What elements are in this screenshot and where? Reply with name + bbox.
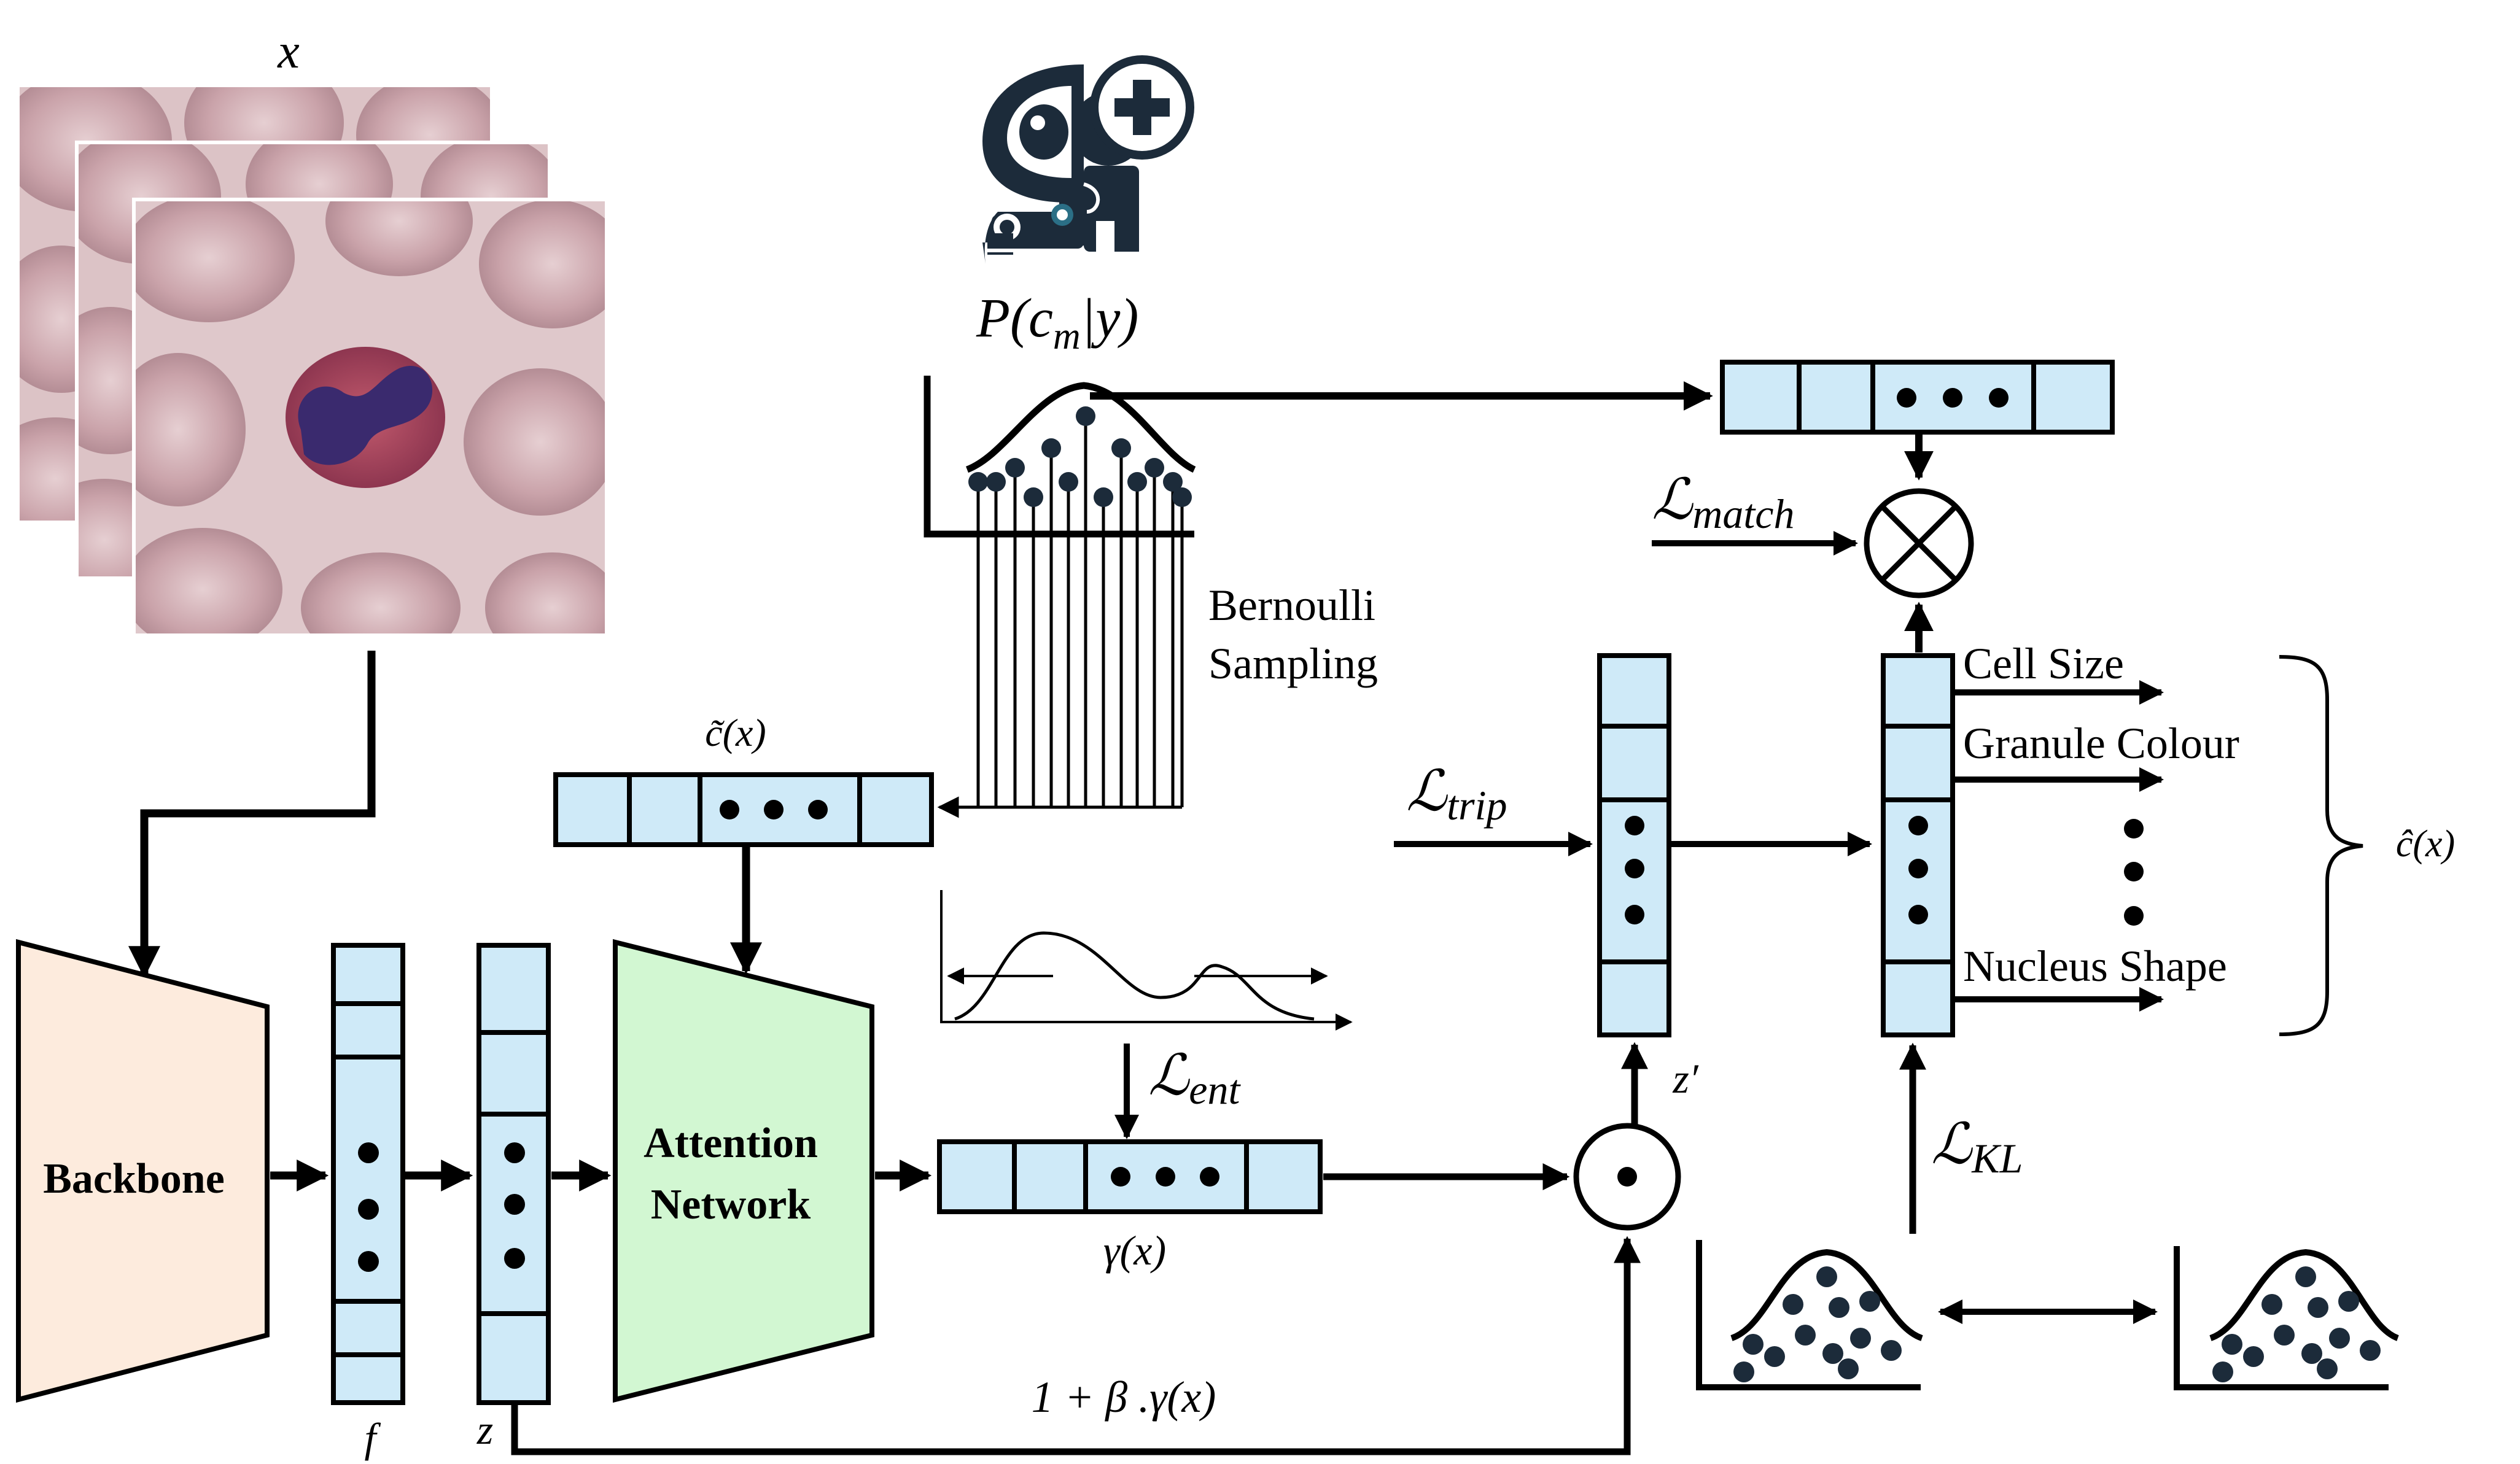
prior-label-tail: |y) xyxy=(1081,288,1139,349)
concept-cell-size: Cell Size xyxy=(1963,639,2124,688)
loss-kl-label: ℒKL xyxy=(1931,1113,2023,1182)
concept-outputs: Cell Size Granule Colour Nucleus Shape xyxy=(1954,639,2239,1012)
input-image-front xyxy=(134,199,607,635)
loss-kl: ℒKL xyxy=(1899,1042,2023,1234)
attention-network-module: Attention Network xyxy=(613,939,874,1403)
arrow-image-to-backbone xyxy=(128,651,376,978)
prior-label-sub: m xyxy=(1053,316,1081,357)
bernoulli-sampling-label: Bernoulli Sampling xyxy=(1208,581,1378,688)
input-image-stack: x xyxy=(17,25,609,637)
tensor-product-icon xyxy=(1864,488,1974,598)
loss-trip-main: ℒ xyxy=(1406,760,1448,823)
gamma-label: γ(x) xyxy=(1103,1227,1166,1274)
attention-label-line1: Attention xyxy=(644,1120,818,1167)
loss-ent-sub: ent xyxy=(1189,1066,1241,1113)
sampling-line2: Sampling xyxy=(1208,639,1378,688)
loss-trip: ℒtrip xyxy=(1394,760,1593,856)
loss-match-sub: match xyxy=(1692,490,1794,537)
f-label: f xyxy=(365,1414,381,1461)
z-prime-vector: z′ xyxy=(1597,653,1699,1102)
predicted-concept-vector xyxy=(1881,653,1955,1037)
loss-kl-sub: KL xyxy=(1971,1135,2023,1182)
loss-match-label: ℒmatch xyxy=(1652,468,1794,537)
cell-nucleus xyxy=(298,366,433,465)
loss-match: ℒmatch xyxy=(1652,468,1858,556)
z-label: z xyxy=(476,1406,493,1453)
gamma-vector: γ(x) xyxy=(937,1139,1323,1274)
arrow-z-to-hadamard xyxy=(511,1236,1641,1455)
prior-label-main: P(c xyxy=(976,288,1053,349)
prior-distribution: P(cm|y) xyxy=(924,288,1196,818)
entropy-distribution xyxy=(940,890,1353,1031)
prior-label: P(cm|y) xyxy=(976,288,1138,357)
concept-nucleus-shape: Nucleus Shape xyxy=(1963,942,2227,991)
scaling-formula: 1 + β .γ(x) xyxy=(1032,1373,1216,1422)
backbone-module: Backbone xyxy=(16,939,270,1403)
posterior-distribution xyxy=(1696,1240,1923,1390)
attention-label-line2: Network xyxy=(651,1181,811,1228)
loss-trip-label: ℒtrip xyxy=(1406,760,1507,829)
c-tilde-label: c̃(x) xyxy=(705,711,766,754)
prior-concept-vector xyxy=(1720,360,2115,435)
c-tilde-vector: c̃(x) xyxy=(553,711,934,847)
c-hat-brace: ĉ(x) xyxy=(2279,655,2455,1036)
doctor-robot-icon xyxy=(982,55,1194,264)
loss-ent-label: ℒent xyxy=(1148,1044,1241,1113)
loss-trip-sub: trip xyxy=(1447,782,1507,829)
prior-kl-distribution xyxy=(2174,1246,2400,1390)
loss-ent-main: ℒ xyxy=(1148,1044,1190,1107)
input-label: x xyxy=(277,25,300,79)
loss-kl-main: ℒ xyxy=(1931,1113,1973,1175)
sampling-line1: Bernoulli xyxy=(1208,581,1375,630)
backbone-label: Backbone xyxy=(43,1155,225,1203)
concept-granule-colour: Granule Colour xyxy=(1963,719,2239,768)
loss-match-main: ℒ xyxy=(1652,468,1694,531)
hadamard-product-icon xyxy=(1573,1123,1681,1231)
z-prime-label: z′ xyxy=(1672,1055,1698,1102)
z-vector: z xyxy=(476,943,551,1453)
f-vector: f xyxy=(331,943,405,1461)
c-hat-label: ĉ(x) xyxy=(2396,823,2455,865)
loss-ent: ℒent xyxy=(1114,1044,1241,1139)
